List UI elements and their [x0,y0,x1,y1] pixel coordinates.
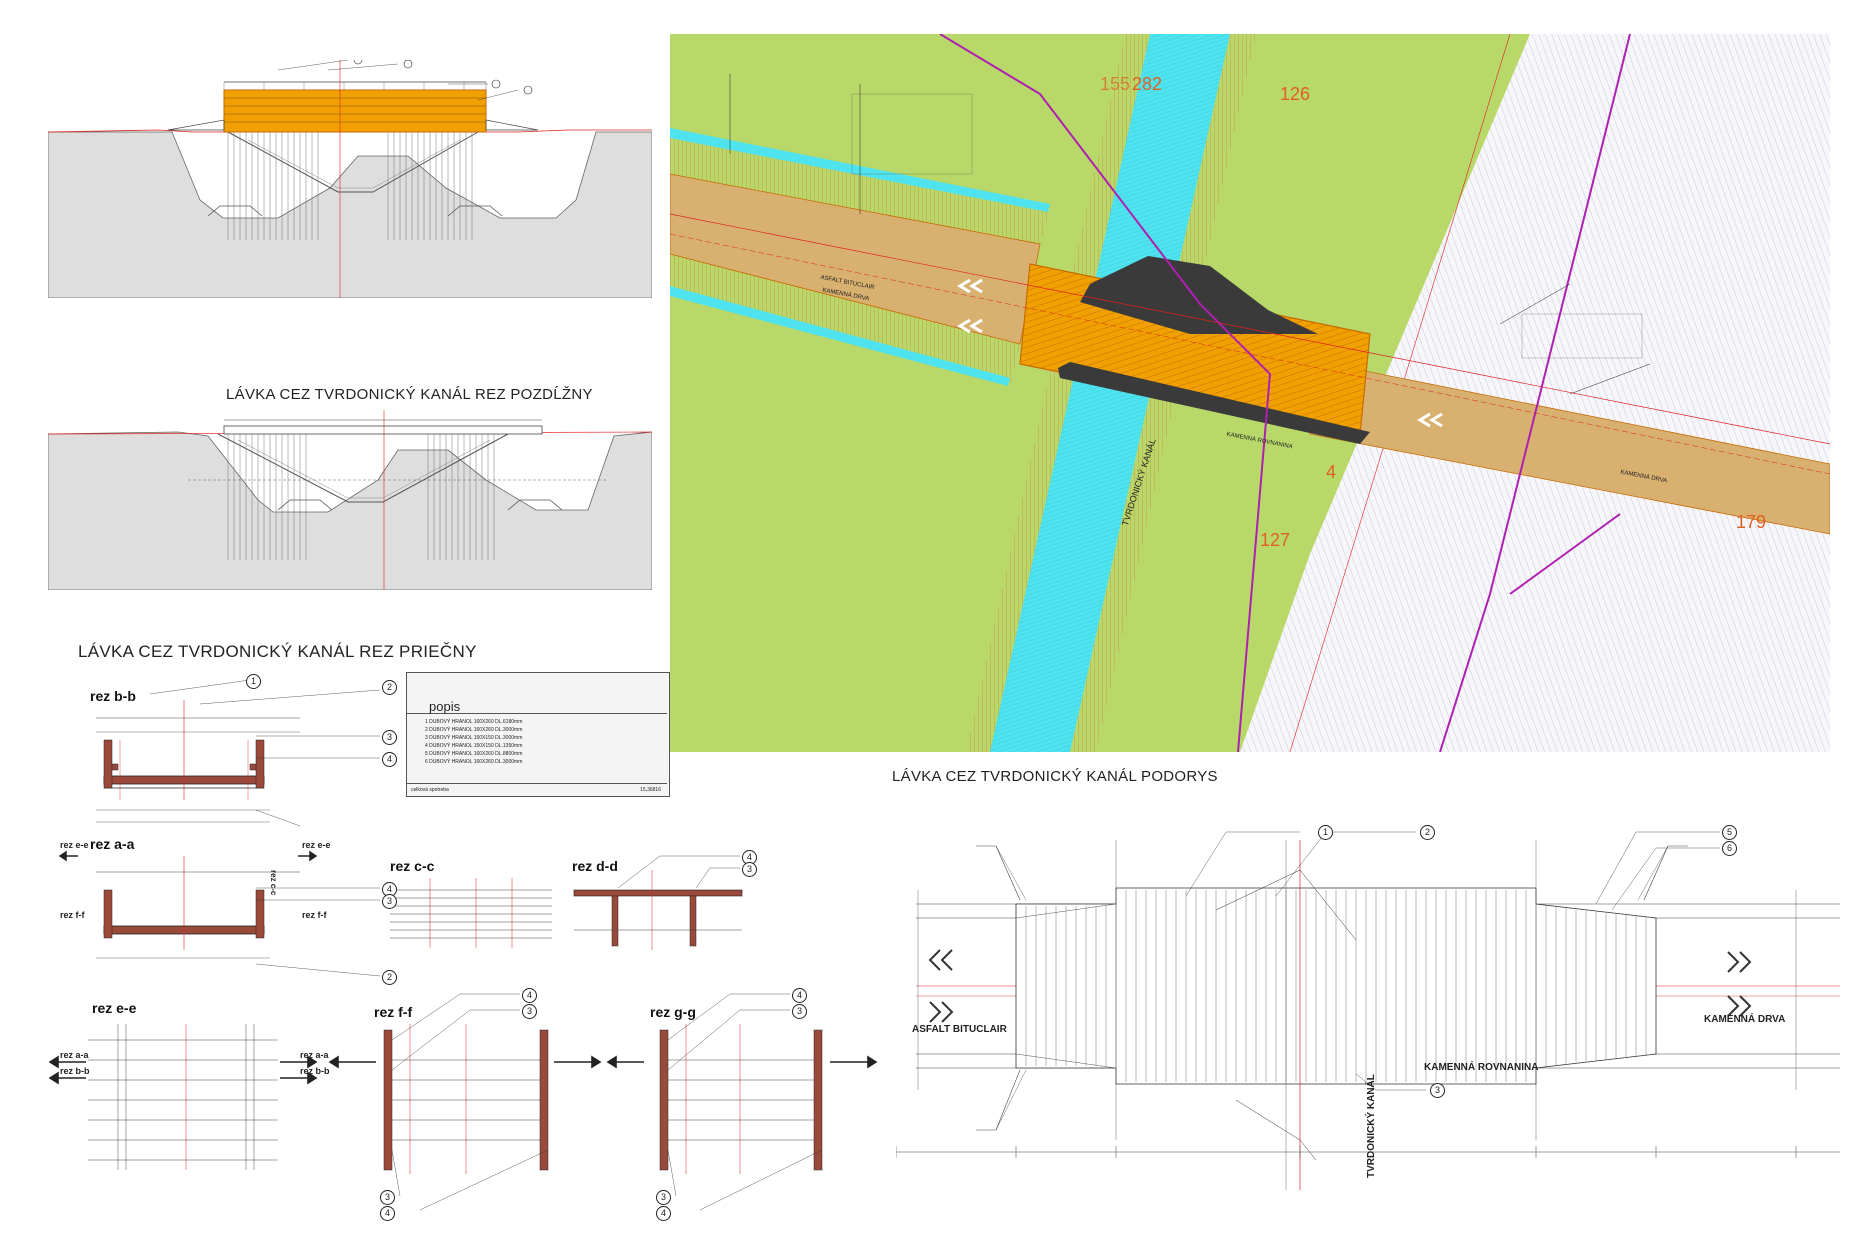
plan-callout-6: 6 [1722,841,1737,856]
callout-3-gg: 3 [792,1004,807,1019]
mark-aa-cc: rez c-c [269,870,278,896]
section-arrows [48,1055,878,1085]
mark-aa-ff-right: rez f-f [302,910,327,920]
material-table-header: popis [407,673,667,714]
callout-2-aa: 2 [382,970,397,985]
mark-ee-left2: rez b-b [60,1066,90,1076]
plan-title: LÁVKA CEZ TVRDONICKÝ KANÁL PODORYS [892,768,1218,785]
section-ee-drawing [88,1024,278,1170]
mark-ee-left: rez a-a [60,1050,89,1060]
material-table-row: 5 DUBOVÝ HRANOL 160X260 DL.8800mm [425,751,523,757]
callout-1-bb: 1 [246,674,261,689]
material-table-total-value: 15,36816 [640,787,661,793]
mark-aa-top-left: rez e-e [60,840,89,850]
section-label-gg: rez g-g [650,1004,696,1020]
mark-ee-right: rez a-a [300,1050,329,1060]
section-gg-drawing [659,993,823,1211]
callout-3-gg-bottom: 3 [656,1190,671,1205]
callout-4-ff-bottom: 4 [380,1206,395,1221]
section-label-dd: rez d-d [572,858,618,874]
material-table-header-label: popis [429,699,461,714]
plan-view: ASFALT BITUCLAIR KAMENNÁ DRVA KAMENNÁ RO… [896,800,1840,1190]
callout-3-aa: 3 [382,894,397,909]
site-elevation-155: 155 [1100,74,1131,94]
callout-4-gg: 4 [792,988,807,1003]
material-table-row: 3 DUBOVÝ HRANOL 150X150 DL.3000mm [425,735,523,741]
mark-aa-top-right: rez e-e [302,840,331,850]
site-elevation-4: 4 [1326,462,1337,482]
plan-label-canal: TVRDONICKÝ KANÁL [1366,1074,1377,1178]
cross-section-title: LÁVKA CEZ TVRDONICKÝ KANÁL REZ PRIEČNY [78,642,477,661]
section-label-aa: rez a-a [90,836,135,852]
section-ff-drawing [383,993,549,1211]
site-elevation-282: 282 [1132,74,1163,94]
material-table-total-label: celková spotreba [411,787,449,793]
material-table-row: 6 DUBOVÝ HRANOL 160X260 DL.3000mm [425,759,523,765]
section-label-bb: rez b-b [90,688,136,704]
section-label-ee: rez e-e [92,1000,137,1016]
callout-4-gg-bottom: 4 [656,1206,671,1221]
site-elevation-126: 126 [1280,84,1311,104]
material-table: popis 1 DUBOVÝ HRANOL 160X260 DL.6180mm … [406,672,670,797]
callout-3-dd: 3 [742,862,757,877]
section-bb-drawing [96,679,381,827]
plan-label-stone-riprap: KAMENNÁ ROVNANINA [1424,1062,1539,1073]
section-aa-drawing [58,850,381,977]
section-cc-drawing [390,878,552,948]
material-table-row: 4 DUBOVÝ HRANOL 150X150 DL.1350mm [425,743,523,749]
longitudinal-section-title: LÁVKA CEZ TVRDONICKÝ KANÁL REZ POZDĹŽNY [226,386,593,403]
site-elevation-127: 127 [1260,530,1291,550]
callout-2-bb: 2 [382,680,397,695]
site-elevation-179: 179 [1736,512,1767,532]
material-table-row: 1 DUBOVÝ HRANOL 160X260 DL.6180mm [425,719,523,725]
mark-aa-ff-left: rez f-f [60,910,85,920]
plan-label-asphalt: ASFALT BITUCLAIR [912,1024,1007,1035]
callout-4-ff: 4 [522,988,537,1003]
plan-callout-5: 5 [1722,825,1737,840]
plan-callout-2: 2 [1420,825,1435,840]
callout-3-ff-bottom: 3 [380,1190,395,1205]
plan-callout-3: 3 [1430,1083,1445,1098]
material-table-footer: celková spotreba 15,36816 [407,783,667,796]
longitudinal-section-top [48,60,652,298]
section-label-ff: rez f-f [374,1004,413,1020]
mark-ee-right2: rez b-b [300,1066,330,1076]
longitudinal-section-bottom [48,410,652,590]
plan-callout-1: 1 [1318,825,1333,840]
material-table-row: 2 DUBOVÝ HRANOL 160X260 DL.3000mm [425,727,523,733]
callout-4-bb: 4 [382,752,397,767]
section-label-cc: rez c-c [390,858,435,874]
site-plan: 282 126 179 127 4 155 ASFALT BITUCLAIR K… [670,34,1830,752]
plan-label-stone-surface: KAMENNÁ DRVA [1704,1014,1786,1025]
callout-3-ff: 3 [522,1004,537,1019]
plan-chevrons [928,949,1752,1023]
callout-3-bb: 3 [382,730,397,745]
